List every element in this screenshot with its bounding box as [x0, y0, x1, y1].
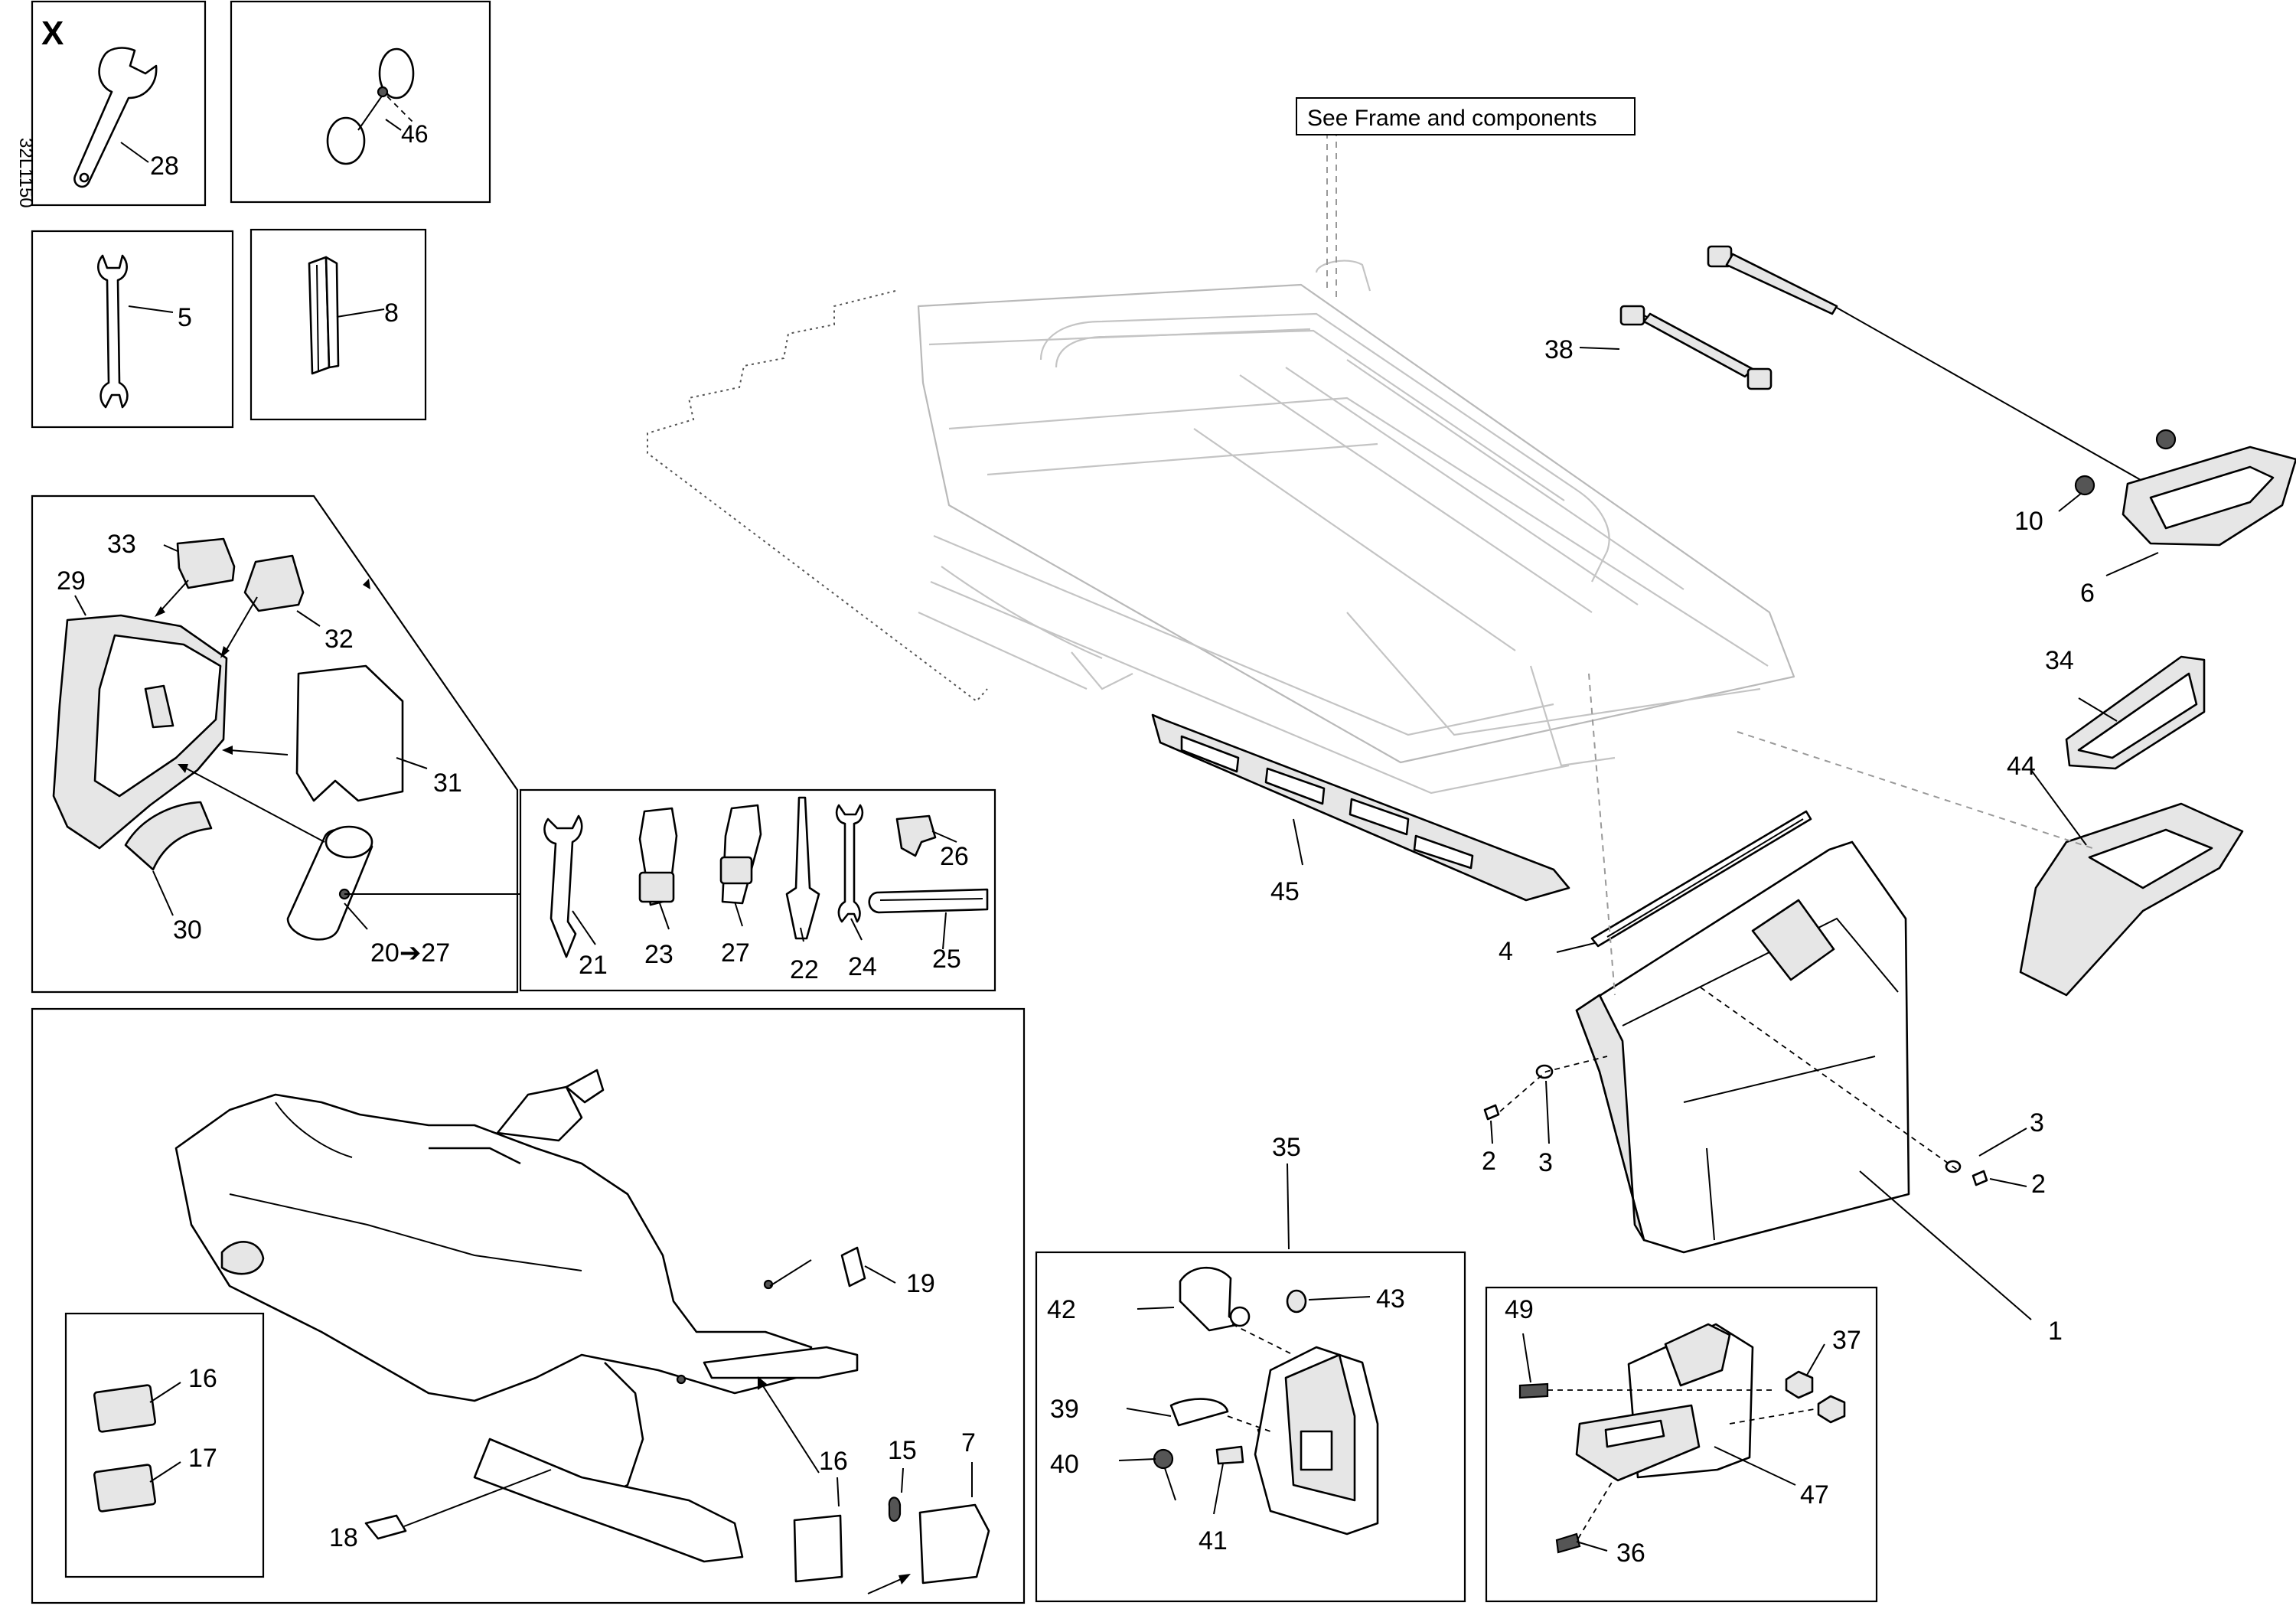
frame-reference-label: See Frame and components [1307, 106, 1597, 131]
tool-kit-drawings [543, 796, 989, 958]
tunnel-rail-45 [1151, 713, 1570, 902]
panel-frames [31, 0, 1878, 1604]
callout-37: 37 [1832, 1326, 1861, 1355]
callout-41: 41 [1199, 1526, 1228, 1555]
callout-7: 7 [961, 1428, 976, 1457]
box-wrench-5 [31, 230, 234, 429]
callout-3b: 3 [2030, 1108, 2044, 1137]
taillight-6 [2074, 429, 2296, 547]
callout-33: 33 [107, 530, 136, 559]
box-spanner-wrench [31, 0, 207, 207]
guard-44 [2019, 802, 2244, 997]
callout-22: 22 [790, 955, 819, 984]
callout-35: 35 [1272, 1133, 1301, 1162]
callout-8: 8 [384, 299, 399, 328]
box-tool-kit [519, 788, 996, 992]
callout-34: 34 [2045, 646, 2074, 675]
vehicle-arrows [758, 1376, 911, 1594]
box-tool-8 [249, 228, 427, 421]
snow-flap-1 [1575, 840, 1910, 1254]
callout-20-27: 20➔27 [370, 938, 450, 968]
strip-4 [1590, 810, 1812, 948]
leader-lines [74, 119, 2159, 1552]
callout-10: 10 [2014, 507, 2043, 536]
callout-42: 42 [1047, 1295, 1076, 1324]
callout-24: 24 [848, 952, 877, 981]
callout-6: 6 [2080, 579, 2095, 608]
callout-31: 31 [433, 769, 462, 798]
callout-43: 43 [1376, 1284, 1405, 1314]
box-vehicle [31, 1007, 1026, 1604]
callout-21: 21 [579, 951, 608, 980]
strap-30 [124, 801, 213, 871]
callout-36: 36 [1616, 1539, 1645, 1568]
tool-8-drawing [308, 256, 340, 375]
foam-33 [176, 537, 236, 589]
title-texts: X 32L1150 See Frame and components [15, 15, 1636, 208]
foam-32 [243, 554, 305, 612]
hitch-latch-drawings [1153, 1266, 1379, 1536]
callout-1: 1 [2048, 1317, 2063, 1346]
corner-letter: X [41, 15, 64, 52]
box-decals [64, 1312, 265, 1578]
callout-39: 39 [1050, 1395, 1079, 1424]
drawing-code: 32L1150 [15, 138, 36, 208]
box-suction-cup [230, 0, 491, 204]
callout-49: 49 [1505, 1295, 1534, 1324]
callout-2b: 2 [2031, 1170, 2046, 1199]
storage-arrows [155, 579, 520, 895]
callout-27: 27 [721, 938, 750, 968]
fasteners-2-3 [1483, 1064, 1988, 1186]
callout-23: 23 [644, 940, 673, 969]
callout-18: 18 [329, 1523, 358, 1552]
callout-29: 29 [57, 566, 86, 596]
callout-40: 40 [1050, 1450, 1079, 1479]
callout-5: 5 [178, 303, 192, 332]
callout-26: 26 [940, 842, 969, 871]
tool-roll-20 [286, 825, 373, 941]
decal-16-drawing [93, 1382, 181, 1513]
pad-16b-7-drawing [793, 1462, 990, 1585]
hitch-bracket-drawings [1518, 1323, 1846, 1554]
callout-45: 45 [1270, 877, 1300, 906]
callout-44: 44 [2007, 752, 2036, 781]
reference-lines [1326, 121, 2098, 1172]
callout-16b: 16 [819, 1447, 848, 1476]
harness-38 [1619, 305, 1773, 390]
callout-32: 32 [325, 625, 354, 654]
callout-47: 47 [1800, 1480, 1829, 1509]
callout-15: 15 [888, 1436, 917, 1465]
foam-31 [295, 664, 404, 802]
callout-numbers: 28 46 5 8 38 10 6 33 29 32 31 30 20➔27 2… [57, 120, 2095, 1568]
callout-17: 17 [188, 1444, 217, 1473]
callout-19: 19 [906, 1269, 935, 1298]
callout-3a: 3 [1538, 1148, 1553, 1177]
callout-38: 38 [1544, 335, 1574, 364]
box-hitch-latch [1035, 1251, 1466, 1603]
box-storage [31, 494, 519, 994]
suction-cup-drawing [326, 47, 415, 165]
guard-34 [2065, 655, 2206, 770]
callout-25: 25 [932, 945, 961, 974]
box-hitch-bracket [1485, 1286, 1878, 1603]
wrench-5-drawing [97, 254, 129, 409]
callout-2a: 2 [1482, 1147, 1496, 1176]
callout-46: 46 [401, 120, 429, 148]
spanner-wrench-drawing [73, 47, 158, 188]
frame-reference-drawing [647, 259, 1795, 795]
snowmobile-drawing [174, 1069, 896, 1563]
storage-tray-drawing [52, 614, 228, 850]
callout-16a: 16 [188, 1364, 217, 1393]
harness-top [1707, 245, 2174, 491]
callout-28: 28 [150, 152, 179, 181]
callout-4: 4 [1499, 937, 1513, 966]
callout-30: 30 [173, 915, 202, 945]
frame-reference-box [1296, 97, 1636, 135]
